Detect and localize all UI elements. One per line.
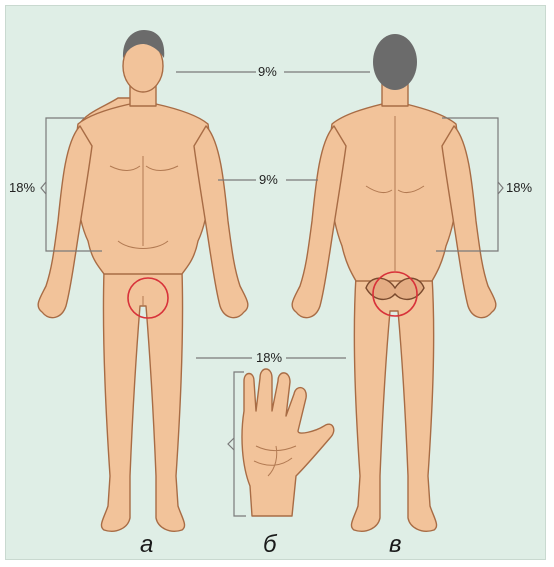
label-back-percent: 18% <box>506 180 532 195</box>
front-figure <box>38 30 248 531</box>
back-hair <box>373 34 417 90</box>
caption-front: а <box>140 531 153 558</box>
back-figure <box>292 34 496 531</box>
palm-figure <box>242 369 334 516</box>
label-front-arm-percent: 18% <box>9 180 35 195</box>
caption-palm: б <box>263 531 278 558</box>
label-chest-percent: 9% <box>259 172 278 187</box>
label-legs-percent: 18% <box>256 350 282 365</box>
label-head-percent: 9% <box>258 64 277 79</box>
diagram-canvas: 9% 9% 18% 18% 18% а б в <box>6 6 546 560</box>
burn-area-diagram: 9% 9% 18% 18% 18% а б в <box>5 5 546 560</box>
caption-back: в <box>389 531 402 558</box>
